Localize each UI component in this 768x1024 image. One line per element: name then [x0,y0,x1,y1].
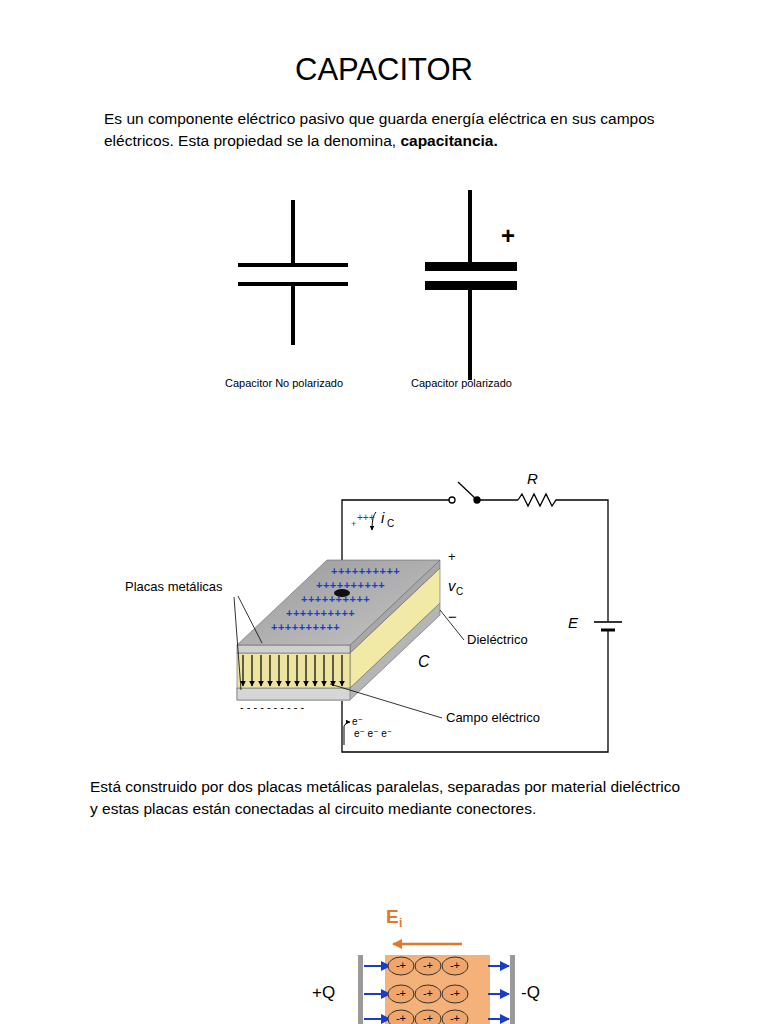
space [396,132,400,149]
leader-line [234,596,464,718]
polarity-sign: − [448,608,457,625]
field-arrow [323,655,324,686]
field-arrow [314,655,315,686]
plate-charge: ++++++++++ [331,565,400,578]
subscript: C [387,518,394,530]
paragraph-text: Es un componente eléctrico pasivo que gu… [104,110,655,149]
field-arrow [278,655,279,686]
charge-label: +Q [312,983,335,1003]
dielectric-front [237,653,350,688]
electron-arrow [344,722,350,745]
field-arrow [296,655,297,686]
field-arrow [488,965,509,967]
field-arrow [364,993,390,995]
dipole [415,985,441,1003]
dipole-sign: -+ [423,987,433,1000]
field-arrow [364,1018,390,1020]
field-arrow [341,655,342,686]
field-arrow [488,993,509,995]
voltage-label: v [448,577,456,594]
circuit-wire [342,482,622,752]
polarized-capacitor-symbol [425,190,517,380]
plate-charge: ++++++++++ [301,593,370,606]
paragraph: Está construido por dos placas metálicas… [90,776,690,821]
page-title: CAPACITOR [295,52,473,88]
dipole-sign: -+ [450,987,460,1000]
source-label: E [568,614,578,631]
field-arrow [260,655,261,686]
bold-term: capacitancia. [400,132,497,149]
part-label: Placas metálicas [125,580,223,595]
symbol-caption: Capacitor polarizado [411,377,512,390]
dipole-sign: -+ [450,959,460,972]
subscript: C [456,586,463,598]
current-label: i [381,509,384,526]
dipole-sign: -+ [450,1012,460,1024]
electron-label: e⁻ e⁻ e⁻ [354,728,392,740]
field-arrow [269,655,270,686]
capacitor-symbol [238,200,348,345]
subscript: i [399,917,402,931]
field-arrow [364,965,390,967]
field-arrow [332,655,333,686]
capacitor-label: C [418,653,430,671]
part-label: Dieléctrico [467,633,528,648]
paragraph: Es un componente eléctrico pasivo que gu… [104,108,664,153]
electron-label: e⁻ [352,716,363,728]
polarity-sign: + [501,222,515,250]
field-arrow [287,655,288,686]
dipole [442,985,468,1003]
part-label: Campo eléctrico [446,711,540,726]
field-arrow [242,655,243,686]
dipole-sign: -+ [423,959,433,972]
dipole-sign: -+ [396,959,406,972]
dipole [415,1010,441,1024]
dipole-sign: -+ [396,1012,406,1024]
charge-label: -Q [521,983,540,1003]
polarity-sign: + [448,550,456,565]
dipole [442,1010,468,1024]
dipole [415,957,441,975]
charge-sign: + [351,519,356,529]
field-arrow [251,655,252,686]
polarization-figure [358,944,515,1024]
plate-charge: ++++++++++ [271,621,340,634]
resistor-label: R [527,470,538,487]
electric-field-arrows [243,655,342,686]
charge-sign: +++ [357,512,375,524]
capacitor-plates [237,560,440,700]
field-label: E [386,906,399,928]
plate-charge: ++++++++++ [316,579,385,592]
dipole [388,957,414,975]
plate-charge: - - - - - - - - - - [240,701,304,714]
symbol-caption: Capacitor No polarizado [225,377,343,390]
dipole [388,985,414,1003]
dipole [388,1010,414,1024]
dipole-sign: -+ [396,987,406,1000]
dipole-sign: -+ [423,1012,433,1024]
dipole [442,957,468,975]
plate-charge: ++++++++++ [286,607,355,620]
field-arrow [305,655,306,686]
field-arrow [488,1018,509,1020]
